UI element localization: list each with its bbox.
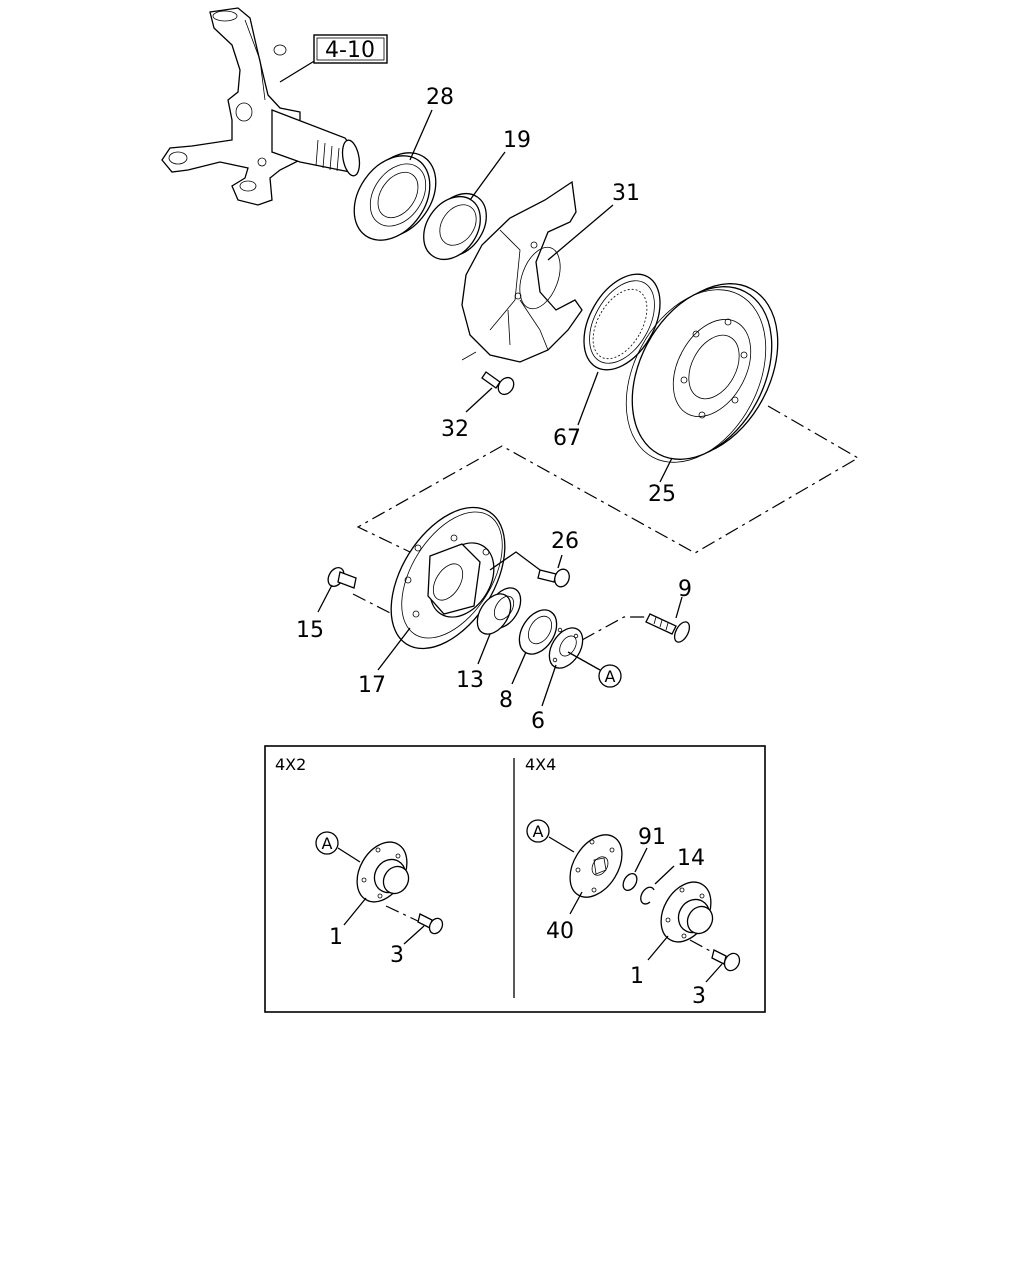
steering-knuckle [161,7,361,206]
nut-6 [548,627,584,669]
inset-title-4x4: 4X4 [525,755,556,774]
callout-91-4x4: 91 [638,825,666,850]
hub-cap-1-4x2 [356,841,410,903]
hub-17 [390,506,506,650]
screw-9 [645,613,691,643]
callout-26: 26 [551,529,579,554]
hub-bolt-15 [327,567,357,589]
callout-9: 9 [678,577,692,602]
bolt-32 [481,371,515,396]
reference-box [313,34,388,64]
variant-inset-box [264,745,766,1013]
callout-32: 32 [441,417,469,442]
callout-3-4x4: 3 [692,984,706,1009]
circlip-14-4x4 [640,886,655,905]
hub-cap-1-4x4 [660,881,714,943]
bolt-3-4x4 [711,949,741,972]
callout-25: 25 [648,482,676,507]
callout-40-4x4: 40 [546,919,574,944]
callout-13: 13 [456,668,484,693]
bolt-3-4x2 [417,913,444,935]
dust-shield-31 [461,180,583,363]
callout-3-4x2: 3 [390,943,404,968]
bearing-13 [476,587,522,635]
bearing-28 [353,152,437,241]
ref-circle-a-4x2 [315,831,339,855]
svg-text:A: A [533,822,544,841]
callout-6: 6 [531,709,545,734]
callout-15: 15 [296,618,324,643]
callout-28: 28 [426,85,454,110]
svg-text:A: A [322,834,333,853]
bearing-19 [423,193,487,260]
callout-14-4x4: 14 [677,846,705,871]
ref-circle-a [598,664,622,688]
brake-disc-25 [625,283,779,463]
svg-text:A: A [605,667,616,686]
callout-17: 17 [358,673,386,698]
ref-circle-a-4x4 [526,819,550,843]
flange-40-4x4 [569,834,623,898]
callout-8: 8 [499,688,513,713]
callout-19: 19 [503,128,531,153]
inset-title-4x2: 4X2 [275,755,306,774]
callout-1-4x2: 1 [329,925,343,950]
bolt-26 [537,568,570,588]
callout-31: 31 [612,181,640,206]
callout-67: 67 [553,426,581,451]
callout-1-4x4: 1 [630,964,644,989]
oil-seal-67 [583,273,661,371]
center-line [356,405,860,554]
reference-label: 4-10 [325,38,375,63]
snap-ring-91-4x4 [622,872,638,892]
